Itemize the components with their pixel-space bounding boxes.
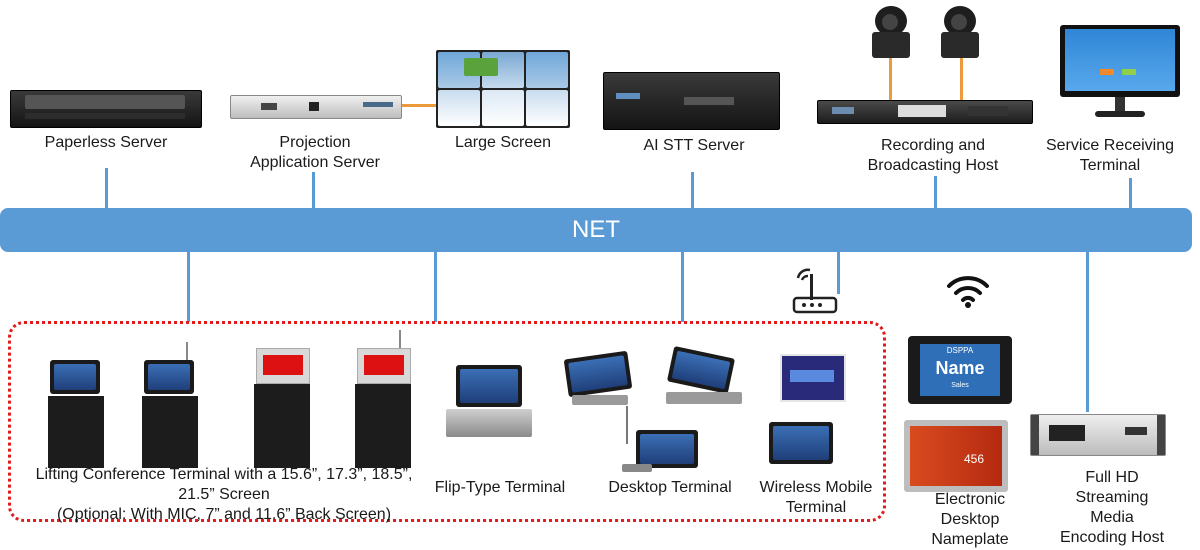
router-icon (790, 264, 838, 316)
service-terminal-label-2: Terminal (1079, 157, 1141, 174)
ai-stt-server-label: AI STT Server (643, 137, 745, 154)
encoder-label-4: Encoding Host (1059, 529, 1165, 546)
net-label: NET (572, 216, 620, 243)
camera-2-device (941, 6, 979, 58)
encoder-label-2: Streaming (1075, 489, 1149, 506)
lifting-label-1: Lifting Conference Terminal with a 15.6”… (35, 466, 413, 483)
flip-terminal-label: Flip-Type Terminal (434, 479, 566, 496)
connector-desktop (681, 252, 684, 322)
connector-flip (434, 252, 437, 322)
connector-paperless-server (105, 168, 108, 208)
desktop-terminal-2 (662, 345, 744, 406)
net-bus: NET (0, 208, 1192, 252)
connector-encoder (1086, 252, 1089, 412)
desktop-terminal-3 (622, 406, 700, 474)
recording-host-label-1: Recording and (880, 137, 986, 154)
projection-server-label-1: Projection (279, 134, 351, 151)
service-terminal-device (1060, 25, 1180, 120)
wireless-terminal-label-1: Wireless Mobile (759, 479, 873, 496)
nameplate-device: DSPPA Name Sales (908, 336, 1012, 404)
nameplate-brand: DSPPA (946, 346, 974, 355)
encoder-device (1030, 414, 1166, 456)
nameplate-name: Name (935, 358, 985, 378)
lifting-terminal-3 (254, 348, 310, 468)
service-terminal-label-1: Service Receiving (1045, 137, 1175, 154)
flip-terminal-device (446, 365, 532, 439)
nameplate-label-3: Nameplate (931, 531, 1009, 548)
wireless-terminal-card (780, 354, 846, 402)
desktop-terminal-label: Desktop Terminal (608, 479, 732, 496)
encoder-label-3: Media (1090, 509, 1134, 526)
camera-1-device (872, 6, 910, 58)
ai-stt-server-device (603, 72, 780, 130)
connector-ai-stt-server (691, 172, 694, 208)
lifting-terminal-2 (142, 342, 198, 468)
lifting-terminal-4 (355, 330, 411, 468)
desktop-terminal-1 (563, 350, 633, 407)
projection-server-device (230, 95, 402, 119)
nameplate-sub: Sales (951, 382, 969, 389)
lifting-terminal-1 (48, 360, 104, 468)
nameplate-number: 456 (964, 452, 985, 466)
paperless-server-label: Paperless Server (44, 134, 168, 151)
nameplate-label-2: Desktop (940, 511, 1000, 528)
paperless-server-device (10, 90, 202, 128)
wireless-terminal-label-2: Terminal (785, 499, 847, 516)
wifi-icon (946, 274, 990, 308)
connector-lifting (187, 252, 190, 322)
camera2-link (960, 58, 963, 102)
connector-recording-host (934, 176, 937, 208)
large-screen-device (436, 50, 570, 128)
large-screen-label: Large Screen (454, 134, 552, 151)
nameplate-label-1: Electronic (934, 491, 1006, 508)
lifting-label-2: 21.5” Screen (178, 486, 270, 503)
nameplate-panel: 456 (904, 420, 1008, 492)
connector-projection-server (312, 172, 315, 208)
camera1-link (889, 58, 892, 102)
projection-to-screen-link (398, 104, 436, 107)
connector-router (837, 252, 840, 294)
encoder-label-1: Full HD (1085, 469, 1139, 486)
lifting-label-3: (Optional: With MIC, 7” and 11.6” Back S… (56, 506, 392, 523)
recording-host-device (817, 100, 1033, 124)
recording-host-label-2: Broadcasting Host (867, 157, 999, 174)
terminal-group-border (8, 321, 886, 522)
projection-server-label-2: Application Server (250, 154, 380, 171)
connector-service-terminal (1129, 178, 1132, 208)
wireless-terminal-tablet (769, 422, 833, 464)
